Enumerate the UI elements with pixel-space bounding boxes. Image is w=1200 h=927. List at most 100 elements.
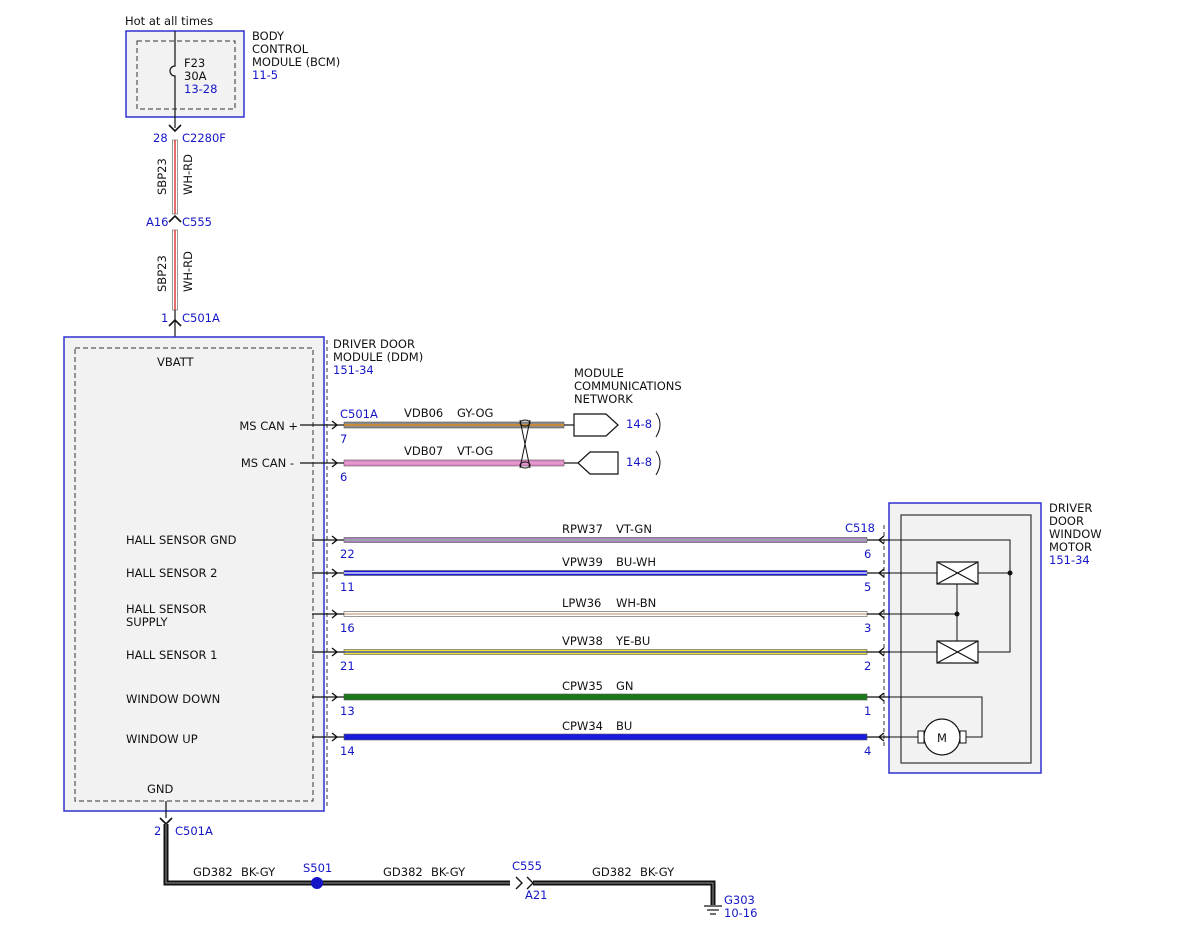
hall-sensor-circuit (888, 539, 1013, 653)
hall-sensor-2-symbol (936, 561, 979, 585)
wire-vdb06 (343, 421, 565, 429)
ddm-pin-symbol (331, 568, 339, 578)
motor-pin-symbol (877, 568, 885, 578)
connector-c555-ground-symbol (515, 876, 534, 890)
ddm-pin-number: 13 (340, 704, 355, 718)
motor-internal-frame (900, 514, 1032, 764)
splice-s501-dot (311, 877, 323, 889)
ddm-pin-symbol (331, 732, 339, 742)
motor-pin-symbol (877, 535, 885, 545)
ddm-pin-symbol (331, 692, 339, 702)
ddm-vbatt-label: VBATT (157, 355, 195, 369)
wire-cpw35 (343, 693, 868, 701)
wire-vdb06-circuit: VDB06 (404, 406, 443, 420)
wire-vpw38 (343, 649, 868, 655)
connector-c2280f-symbol (168, 124, 182, 133)
signal-label: HALL SENSOR 2 (126, 566, 217, 580)
twisted-pair-symbol (519, 419, 531, 469)
connector-c555-feed-symbol (168, 214, 182, 223)
network-title-line-3: NETWORK (574, 392, 633, 406)
ddm-pin-number: 16 (340, 621, 355, 635)
motor-pin-number: 1 (864, 704, 871, 718)
connector-c2280f-pin: 28 (153, 131, 168, 145)
network-plus-connector-arrow (573, 413, 619, 437)
wire-color-label: VT-GN (616, 522, 652, 536)
wire-color-label: GN (616, 679, 634, 693)
wire-vpw39 (343, 570, 868, 576)
ddm-pin-symbol (331, 609, 339, 619)
ms-can-minus-label: MS CAN - (241, 456, 294, 470)
wire-color-label: BU (616, 719, 632, 733)
wire-2-color: WH-RD (181, 251, 195, 292)
wire-color-label: WH-BN (616, 596, 656, 610)
network-title-line-1: MODULE (574, 366, 624, 380)
ddm-pin-number: 11 (340, 580, 355, 594)
connector-c2280f-name: C2280F (182, 131, 226, 145)
wire-cpw34 (343, 733, 868, 741)
motor-pin-number: 3 (864, 621, 871, 635)
wire-sbp23-segment-1 (172, 139, 178, 215)
window-motor-circuit (888, 696, 983, 756)
wire-color-label: YE-BU (615, 634, 650, 648)
network-minus-ref: 14-8 (626, 455, 652, 469)
wire-vdb07 (343, 459, 565, 467)
ground-seg-1-circuit: GD382 (193, 865, 233, 879)
wire-circuit-label: VPW38 (562, 634, 603, 648)
fuse-name: F23 (184, 56, 205, 70)
wire-circuit-label: VPW39 (562, 555, 603, 569)
motor-pin-symbol (877, 732, 885, 742)
connector-c555-ground-pin: A21 (525, 888, 548, 902)
signal-label: WINDOW UP (126, 732, 198, 746)
motor-name-line-4: MOTOR (1049, 540, 1092, 554)
ms-can-minus-pin: 6 (340, 470, 347, 484)
signal-label: WINDOW DOWN (126, 692, 220, 706)
bcm-page-ref: 11-5 (252, 68, 278, 82)
motor-symbol-label: M (937, 731, 947, 745)
ground-seg-2-circuit: GD382 (383, 865, 423, 879)
wire-circuit-label: LPW36 (562, 596, 601, 610)
motor-name-line-2: DOOR (1049, 514, 1084, 528)
signal-label: HALL SENSOR 1 (126, 648, 217, 662)
ddm-name-line-2: MODULE (DDM) (333, 350, 423, 364)
motor-connector-name: C518 (845, 521, 875, 535)
ground-ddm-connector: C501A (175, 824, 213, 838)
wire-sbp23-segment-2 (172, 229, 178, 311)
signal-label: HALL SENSOR (126, 602, 207, 616)
ddm-pin-symbol (331, 647, 339, 657)
fuse-rating: 30A (184, 69, 207, 83)
splice-s501-label: S501 (303, 861, 332, 875)
ms-can-minus-pin-symbol (331, 458, 339, 468)
ddm-pin-number: 21 (340, 659, 355, 673)
network-continuation-bracket-2 (655, 450, 661, 476)
connector-c501a-ground-symbol (159, 817, 173, 826)
wire-1-color: WH-RD (181, 154, 195, 195)
fuse-f23-symbol (169, 31, 176, 128)
motor-pin-number: 6 (864, 547, 871, 561)
ms-can-plus-pin: 7 (340, 432, 347, 446)
ddm-pin-number: 14 (340, 744, 355, 758)
ms-can-plus-pin-symbol (331, 420, 339, 430)
bcm-name-line-3: MODULE (BCM) (252, 55, 340, 69)
wire-rpw37 (343, 537, 868, 543)
wire-circuit-label: RPW37 (562, 522, 603, 536)
connector-c501a-feed-name: C501A (182, 311, 220, 325)
signal-label: SUPPLY (126, 615, 168, 629)
motor-pin-symbol (877, 609, 885, 619)
fuse-page-ref: 13-28 (184, 82, 217, 96)
motor-pin-number: 4 (864, 744, 871, 758)
wire-1-circuit: SBP23 (155, 158, 169, 195)
ddm-pin-number: 22 (340, 547, 355, 561)
ground-point-label: G303 (724, 893, 755, 907)
network-plus-ref: 14-8 (626, 417, 652, 431)
motor-pin-symbol (877, 647, 885, 657)
ground-seg-1-color: BK-GY (241, 865, 276, 879)
connector-c555-pin: A16 (146, 215, 169, 229)
wire-color-label: BU-WH (616, 555, 656, 569)
connector-c555-ground-name: C555 (512, 859, 542, 873)
